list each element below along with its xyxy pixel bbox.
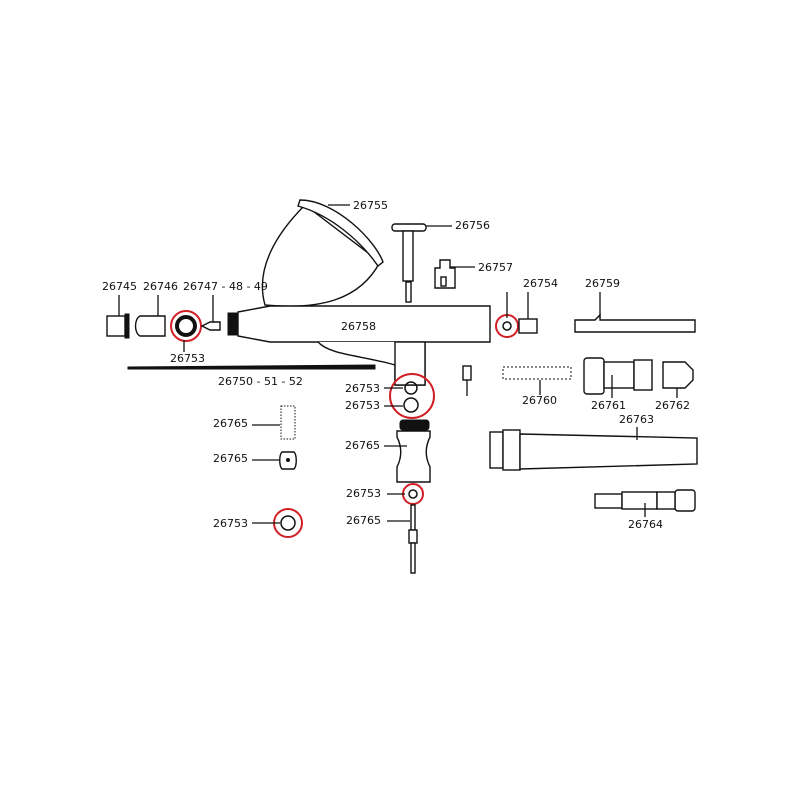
front-parts bbox=[106, 295, 376, 370]
label-cup-lid: 26755 bbox=[353, 199, 388, 212]
label-nozzle: 26747 - 48 - 49 bbox=[183, 280, 268, 293]
handle-part bbox=[489, 427, 698, 471]
label-valve-clip: 26765 bbox=[213, 452, 248, 465]
spring-parts bbox=[502, 357, 694, 398]
label-valve-body: 26765 bbox=[345, 439, 380, 452]
valve-stack bbox=[384, 373, 435, 574]
label-air-cap: 26746 bbox=[143, 280, 178, 293]
airbrush-body bbox=[227, 305, 491, 386]
label-needle-chuck: 26759 bbox=[585, 277, 620, 290]
label-spring: 26760 bbox=[522, 394, 557, 407]
trigger-guide-part bbox=[434, 259, 475, 289]
label-valve-stem: 26765 bbox=[346, 514, 381, 527]
label-chuck-nut: 26762 bbox=[655, 399, 690, 412]
loose-parts bbox=[252, 405, 303, 538]
paint-cup bbox=[261, 199, 384, 307]
label-seal-valve-1: 26753 bbox=[345, 382, 380, 395]
needle-stop-part bbox=[594, 489, 696, 517]
label-spring-guide: 26761 bbox=[591, 399, 626, 412]
label-nozzle-seal: 26753 bbox=[170, 352, 205, 365]
label-body: 26758 bbox=[341, 320, 376, 333]
label-needle-stop: 26764 bbox=[628, 518, 663, 531]
label-needle-cap: 26745 bbox=[102, 280, 137, 293]
label-trigger-guide: 26757 bbox=[478, 261, 513, 274]
label-seal-valve-3: 26753 bbox=[346, 487, 381, 500]
label-handle: 26763 bbox=[619, 413, 654, 426]
label-seal-loose: 26753 bbox=[213, 517, 248, 530]
label-trigger: 26756 bbox=[455, 219, 490, 232]
label-needle: 26750 - 51 - 52 bbox=[218, 375, 303, 388]
label-valve-spring: 26765 bbox=[213, 417, 248, 430]
label-seal-valve-2: 26753 bbox=[345, 399, 380, 412]
rear-parts bbox=[462, 292, 696, 396]
trigger-part bbox=[391, 223, 452, 303]
label-rear-seal: 26754 bbox=[523, 277, 558, 290]
